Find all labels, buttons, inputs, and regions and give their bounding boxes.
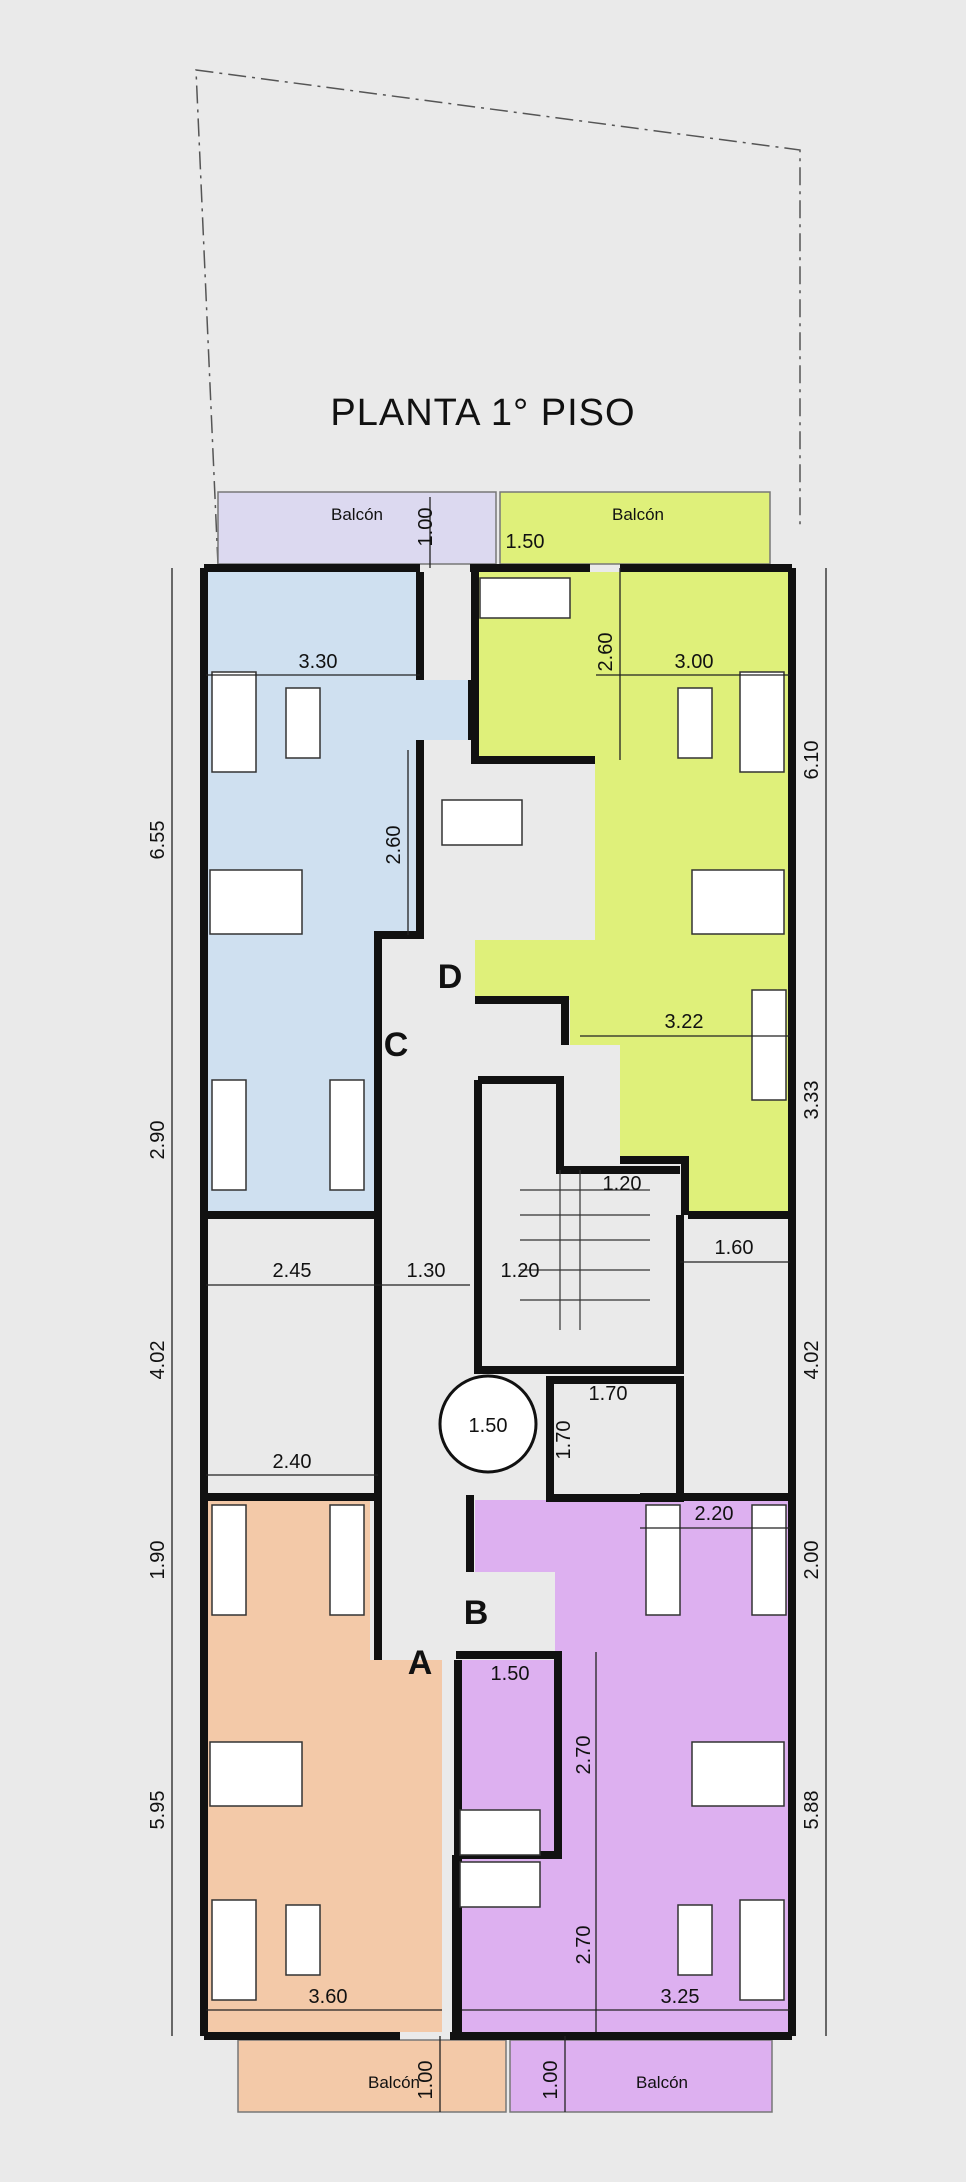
dim-2-60-right: 2.60 <box>595 633 617 672</box>
unit-label-d: D <box>438 958 463 996</box>
dim-6-55: 6.55 <box>147 821 169 860</box>
furniture <box>209 577 787 2001</box>
property-boundary <box>195 69 801 566</box>
dim-1-50-top: 1.50 <box>506 531 545 553</box>
unit-labels: A B C D <box>384 958 489 1682</box>
dim-1-70-vertical: 1.70 <box>553 1421 575 1460</box>
dim-3-60: 3.60 <box>309 1986 348 2008</box>
dim-2-90: 2.90 <box>147 1121 169 1160</box>
unit-b-area <box>458 1497 790 2032</box>
balcony-bottom-left <box>237 2039 507 2113</box>
dim-1-70-horizontal: 1.70 <box>589 1383 628 1405</box>
balcony-label-top-left: Balcón <box>331 505 383 524</box>
balcony-top-right <box>499 491 771 565</box>
unit-c-area <box>206 572 472 1215</box>
balcony-label-bottom-right: Balcón <box>636 2073 688 2092</box>
dim-1-20-high: 1.20 <box>603 1173 642 1195</box>
dim-2-70-upper: 2.70 <box>573 1736 595 1775</box>
dim-1-00-top: 1.00 <box>415 508 437 547</box>
balcony-label-top-right: Balcón <box>612 505 664 524</box>
dim-1-50-circle: 1.50 <box>469 1415 508 1437</box>
dim-4-02-left: 4.02 <box>147 1341 169 1380</box>
dim-3-00: 3.00 <box>675 651 714 673</box>
dim-1-60: 1.60 <box>715 1237 754 1259</box>
dim-2-20: 2.20 <box>695 1503 734 1525</box>
dim-2-00: 2.00 <box>801 1541 823 1580</box>
balcony-label-bottom-left: Balcón <box>368 2073 420 2092</box>
dimension-lines <box>171 497 827 2112</box>
dim-3-30: 3.30 <box>299 651 338 673</box>
dim-6-10: 6.10 <box>801 741 823 780</box>
unit-a-area <box>206 1497 442 2032</box>
unit-label-b: B <box>464 1594 489 1632</box>
dimension-labels: 6.55 2.90 4.02 1.90 5.95 6.10 3.33 4.02 … <box>147 508 823 2100</box>
dim-3-22: 3.22 <box>665 1011 704 1033</box>
elevator-turn-circle <box>438 1374 538 1474</box>
unit-label-c: C <box>384 1026 409 1064</box>
dim-1-00-bottom-right: 1.00 <box>540 2061 562 2100</box>
dim-1-20-low: 1.20 <box>501 1260 540 1282</box>
dim-1-30: 1.30 <box>407 1260 446 1282</box>
dim-3-25: 3.25 <box>661 1986 700 2008</box>
plan-title: PLANTA 1° PISO <box>330 392 636 434</box>
dim-1-00-bottom-left: 1.00 <box>415 2061 437 2100</box>
balcony-bottom-right <box>509 2039 773 2113</box>
dim-4-02-right: 4.02 <box>801 1341 823 1380</box>
dim-2-70-lower: 2.70 <box>573 1926 595 1965</box>
dim-3-33: 3.33 <box>801 1081 823 1120</box>
walls <box>200 564 796 2040</box>
dim-5-88: 5.88 <box>801 1791 823 1830</box>
stairwell <box>520 1170 650 1330</box>
dim-5-95: 5.95 <box>147 1791 169 1830</box>
balcony-labels: Balcón Balcón Balcón Balcón <box>331 505 688 2092</box>
balcony-top-left <box>217 491 497 565</box>
dim-1-50-bath: 1.50 <box>491 1663 530 1685</box>
dim-2-40: 2.40 <box>273 1451 312 1473</box>
dim-2-60-left: 2.60 <box>383 826 405 865</box>
unit-label-a: A <box>408 1644 433 1682</box>
dim-2-45: 2.45 <box>273 1260 312 1282</box>
dim-1-90: 1.90 <box>147 1541 169 1580</box>
